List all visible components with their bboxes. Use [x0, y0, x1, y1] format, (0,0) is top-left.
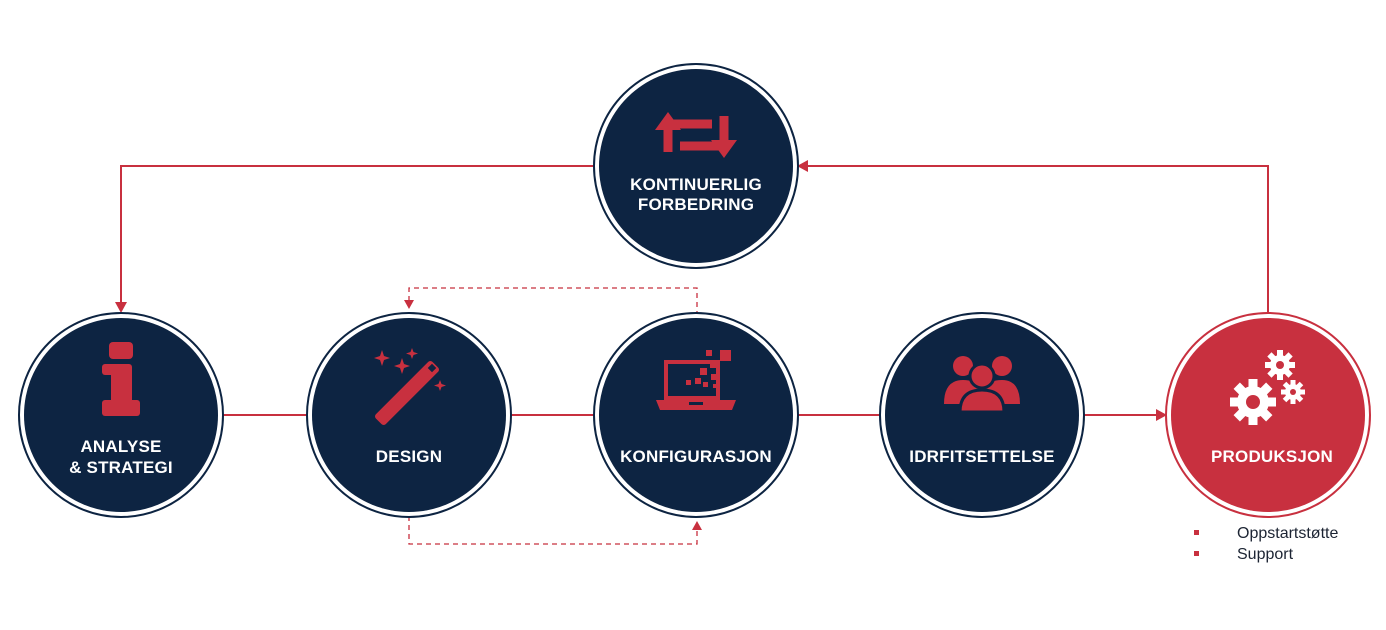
node-kontinuerlig-forbedring: KONTINUERLIG FORBEDRING — [593, 63, 799, 269]
connector-produksjon-kontinuerlig — [808, 165, 1269, 315]
node-produksjon-label: PRODUKSJON — [1211, 447, 1333, 466]
people-group-icon — [944, 356, 1020, 414]
node-design: DESIGN — [306, 312, 512, 518]
list-bullet-2 — [1194, 551, 1199, 556]
arrowhead-produksjon — [1156, 409, 1167, 421]
node-analyse-line1: ANALYSE — [80, 437, 161, 456]
arrowheads — [115, 160, 1167, 530]
node-konfigurasjon-label: KONFIGURASJON — [620, 447, 772, 466]
arrowhead-analyse — [115, 302, 127, 313]
list-bullet-1 — [1194, 530, 1199, 535]
gears-icon — [1230, 350, 1305, 425]
arrowhead-design-dashed — [404, 300, 414, 309]
dashed-loop-bottom — [408, 516, 698, 545]
node-idrfitsettelse: IDRFITSETTELSE — [879, 312, 1085, 518]
node-analyse-line2: & STRATEGI — [69, 458, 173, 477]
node-produksjon: PRODUKSJON — [1165, 312, 1371, 518]
node-konfigurasjon: KONFIGURASJON — [593, 312, 799, 518]
arrowhead-konfig-dashed — [692, 521, 702, 530]
info-icon — [102, 342, 140, 416]
arrowhead-kontinuerlig — [797, 160, 808, 172]
produksjon-list: Oppstartstøtte Support — [1194, 525, 1338, 563]
magic-wand-icon — [374, 348, 446, 425]
list-item-1: Oppstartstøtte — [1237, 525, 1338, 542]
node-kontinuerlig-line2: FORBEDRING — [638, 195, 754, 214]
node-analyse-strategi: ANALYSE & STRATEGI — [18, 312, 224, 518]
node-design-label: DESIGN — [376, 447, 442, 466]
node-idrift-label: IDRFITSETTELSE — [909, 447, 1054, 466]
connectors — [120, 165, 1269, 545]
list-item-2: Support — [1237, 546, 1294, 563]
node-kontinuerlig-line1: KONTINUERLIG — [630, 175, 762, 194]
connector-kontinuerlig-analyse — [120, 165, 595, 303]
laptop-pixels-icon — [656, 350, 736, 410]
dashed-loop-top — [408, 287, 698, 316]
